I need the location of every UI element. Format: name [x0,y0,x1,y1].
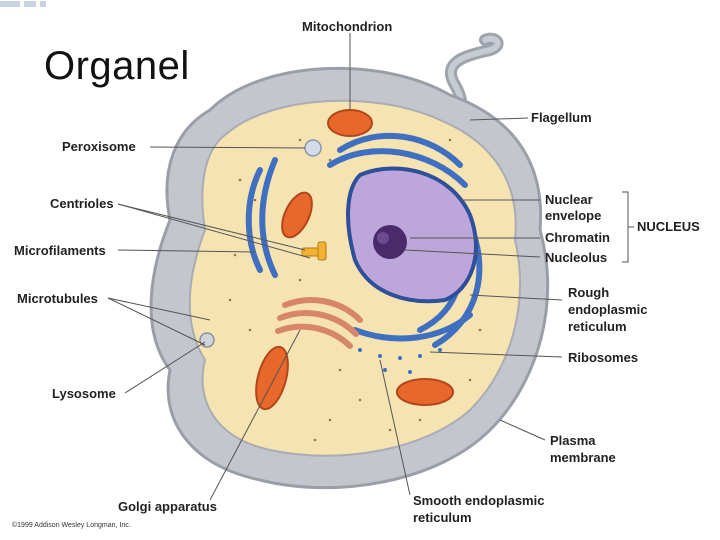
label-membrane: membrane [550,450,616,465]
label-smooth-reticulum: reticulum [413,510,472,525]
slide-title: Organel [44,44,190,89]
label-nuclear: Nuclear [545,192,593,207]
label-envelope: envelope [545,208,601,223]
label-lysosome: Lysosome [52,386,116,401]
label-peroxisome: Peroxisome [62,139,136,154]
label-mitochondrion: Mitochondrion [302,19,392,34]
label-ribosomes: Ribosomes [568,350,638,365]
peroxisome-shape [305,140,321,156]
label-smooth-endoplasmic: Smooth endoplasmic [413,493,544,508]
lysosome-shape [200,333,214,347]
nucleolus-shape [373,225,407,259]
label-centrioles: Centrioles [50,196,114,211]
copyright-notice: ©1999 Addison Wesley Longman, Inc. [12,522,131,529]
label-flagellum: Flagellum [531,110,592,125]
label-plasma: Plasma [550,433,596,448]
label-reticulum: reticulum [568,319,627,334]
label-nucleus-group: NUCLEUS [637,219,700,234]
label-nucleolus: Nucleolus [545,250,607,265]
label-microfilaments: Microfilaments [14,243,106,258]
label-rough: Rough [568,285,609,300]
label-microtubules: Microtubules [17,291,98,306]
label-golgi-apparatus: Golgi apparatus [118,499,217,514]
label-chromatin: Chromatin [545,230,610,245]
label-endoplasmic: endoplasmic [568,302,647,317]
